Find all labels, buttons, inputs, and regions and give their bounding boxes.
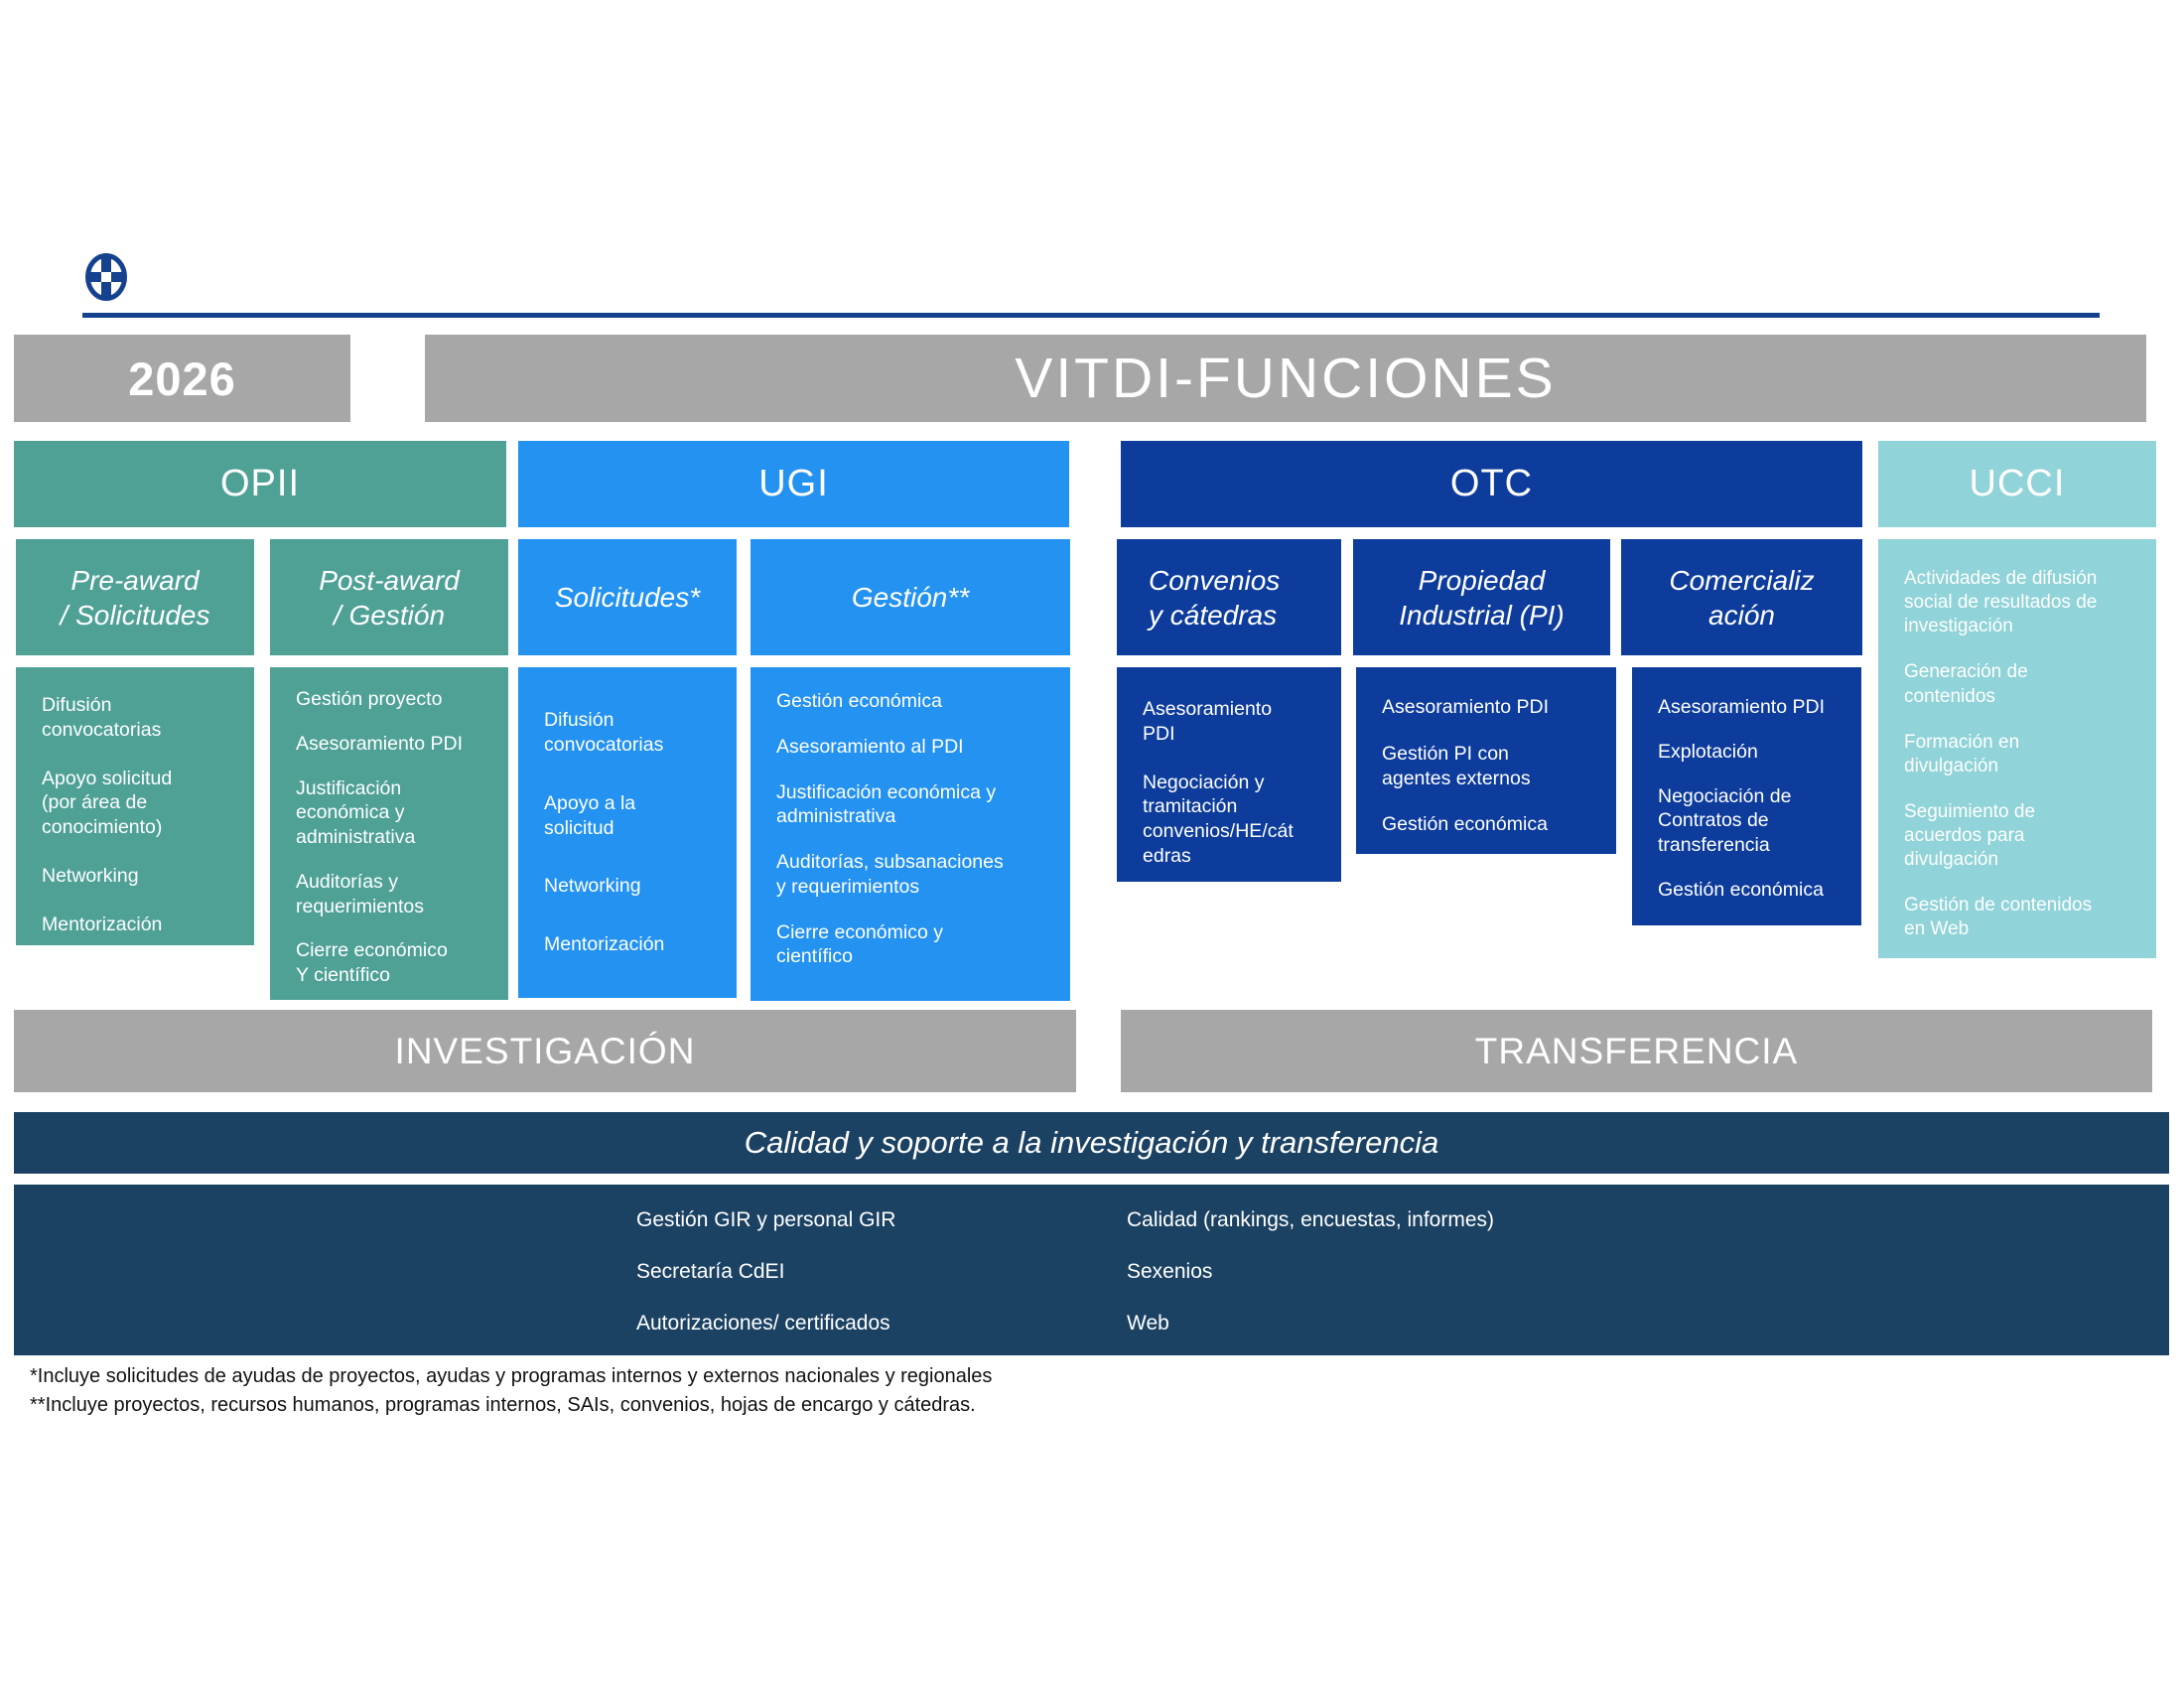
list-item: Negociación de Contratos de transferenci… — [1658, 784, 1792, 857]
band-label: INVESTIGACIÓN — [394, 1030, 696, 1071]
column-header-label: OPII — [219, 463, 301, 504]
footnote-gestion: **Incluye proyectos, recursos humanos, p… — [30, 1394, 976, 1416]
list-item: Secretaría CdEI — [636, 1260, 785, 1283]
list-gestion: Gestión económica Asesoramiento al PDI J… — [751, 667, 1070, 1001]
university-logo-icon — [84, 252, 128, 302]
list-item: Difusión convocatorias — [544, 709, 664, 756]
band-transferencia: TRANSFERENCIA — [1121, 1010, 2152, 1092]
list-item: Calidad (rankings, encuestas, informes) — [1127, 1208, 1495, 1231]
list-item: Gestión económica — [776, 690, 942, 712]
list-comercializacion: Asesoramiento PDI Explotación Negociació… — [1632, 667, 1861, 925]
subheader-gestion: Gestión** — [751, 539, 1070, 655]
list-item: Mentorización — [42, 913, 163, 935]
list-item: Auditorías, subsanaciones y requerimient… — [776, 851, 1004, 898]
quality-support-bar: Calidad y soporte a la investigación y t… — [14, 1112, 2169, 1174]
list-item: Gestión económica — [1658, 878, 1824, 901]
list-item: Asesoramiento PDI — [1143, 698, 1273, 745]
list-ucci: Actividades de difusión social de result… — [1878, 539, 2156, 958]
quality-list-right: Calidad (rankings, encuestas, informes) … — [1127, 1208, 1494, 1336]
column-header-label: OTC — [1449, 463, 1534, 504]
list-item: Networking — [42, 864, 139, 887]
column-header-label: UCCI — [1969, 463, 2066, 504]
page-title-label: VITDI-FUNCIONES — [1015, 347, 1557, 410]
list-item: Difusión convocatorias — [42, 694, 162, 741]
list-solicitudes: Difusión convocatorias Apoyo a la solici… — [518, 667, 737, 998]
column-header-ucci: UCCI — [1878, 441, 2156, 527]
quality-detail-box: Gestión GIR y personal GIR Secretaría Cd… — [14, 1185, 2169, 1355]
list-item: Sexenios — [1127, 1260, 1213, 1283]
list-item: Web — [1127, 1312, 1169, 1335]
list-item: Justificación económica y administrativa — [776, 780, 997, 828]
quality-list-left: Gestión GIR y personal GIR Secretaría Cd… — [636, 1208, 895, 1336]
list-item: Gestión de contenidos en Web — [1904, 895, 2093, 940]
list-item: Asesoramiento PDI — [296, 732, 463, 755]
list-item: Networking — [544, 875, 641, 898]
subheader-pre-award: Pre-award / Solicitudes — [16, 539, 254, 655]
list-post-award: Gestión proyecto Asesoramiento PDI Justi… — [270, 667, 508, 1000]
quality-support-label: Calidad y soporte a la investigación y t… — [744, 1125, 1439, 1160]
page-title: VITDI-FUNCIONES — [425, 335, 2146, 422]
list-item: Negociación y tramitación convenios/HE/c… — [1143, 771, 1294, 867]
list-item: Asesoramiento PDI — [1382, 696, 1549, 718]
list-item: Cierre económico Y científico — [296, 939, 448, 986]
list-item: Mentorización — [544, 933, 665, 955]
column-header-ugi: UGI — [518, 441, 1069, 527]
subheader-convenios: Convenios y cátedras — [1117, 539, 1341, 655]
year-badge: 2026 — [14, 335, 350, 422]
band-label: TRANSFERENCIA — [1474, 1030, 1799, 1071]
list-item: Gestión PI con agentes externos — [1382, 742, 1531, 789]
list-pre-award: Difusión convocatorias Apoyo solicitud (… — [16, 667, 254, 945]
column-header-opii: OPII — [14, 441, 506, 527]
list-item: Actividades de difusión social de result… — [1904, 568, 2098, 637]
band-investigacion: INVESTIGACIÓN — [14, 1010, 1076, 1092]
list-item: Auditorías y requerimientos — [296, 870, 424, 917]
list-item: Autorizaciones/ certificados — [636, 1312, 890, 1335]
list-item: Cierre económico y científico — [776, 920, 943, 968]
list-item: Apoyo solicitud (por área de conocimient… — [42, 767, 173, 839]
list-propiedad-industrial: Asesoramiento PDI Gestión PI con agentes… — [1356, 667, 1616, 854]
subheader-propiedad-industrial: Propiedad Industrial (PI) — [1353, 539, 1610, 655]
list-item: Asesoramiento PDI — [1658, 696, 1825, 718]
list-item: Apoyo a la solicitud — [544, 791, 636, 839]
column-header-otc: OTC — [1121, 441, 1862, 527]
list-item: Seguimiento de acuerdos para divulgación — [1904, 800, 2036, 871]
column-header-label: UGI — [758, 463, 829, 504]
list-item: Gestión GIR y personal GIR — [636, 1208, 896, 1231]
list-item: Justificación económica y administrativa — [296, 776, 416, 849]
list-item: Explotación — [1658, 740, 1758, 763]
list-convenios: Asesoramiento PDI Negociación y tramitac… — [1117, 667, 1341, 882]
subheader-comercializacion: Comercializ ación — [1621, 539, 1862, 655]
list-item: Asesoramiento al PDI — [776, 735, 964, 758]
footnote-solicitudes: *Incluye solicitudes de ayudas de proyec… — [30, 1365, 993, 1387]
header-rule — [82, 313, 2100, 318]
list-item: Generación de contenidos — [1904, 661, 2028, 707]
list-item: Gestión económica — [1382, 813, 1548, 836]
subheader-solicitudes: Solicitudes* — [518, 539, 737, 655]
footnotes: *Incluye solicitudes de ayudas de proyec… — [30, 1362, 992, 1420]
list-item: Gestión proyecto — [296, 688, 443, 710]
subheader-post-award: Post-award / Gestión — [270, 539, 508, 655]
list-item: Formación en divulgación — [1904, 731, 2020, 776]
year-label: 2026 — [128, 352, 236, 405]
